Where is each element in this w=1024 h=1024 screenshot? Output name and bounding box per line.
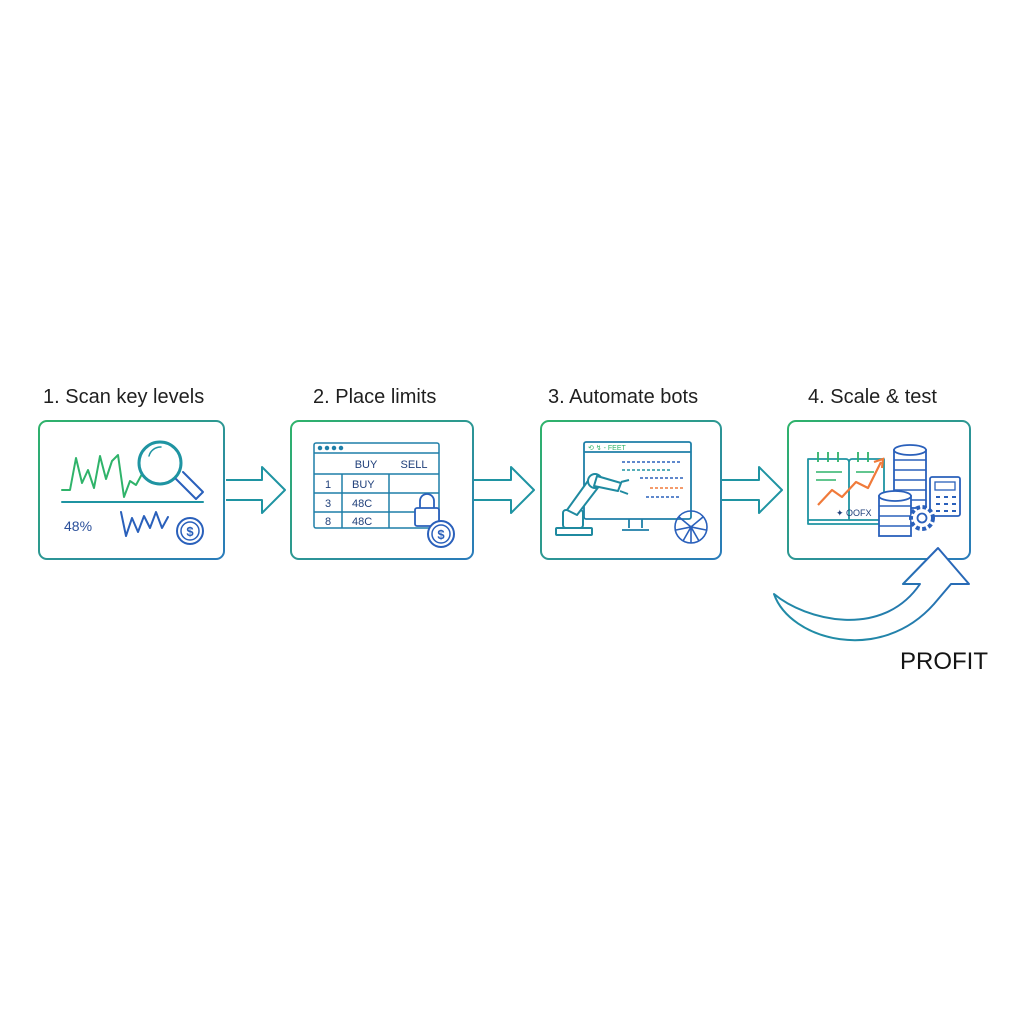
coin-stack-icon [878,444,927,537]
coin-icon [427,520,455,548]
step-1-box [38,420,225,560]
calculator-icon [929,476,961,517]
step-1-title: 1. Scan key levels [43,386,205,408]
arrow-1-to-2 [226,466,286,514]
network-gear-icon [674,510,708,544]
arrow-2-to-3 [474,466,535,514]
profit-curve-arrow [773,547,970,642]
profit-label: PROFIT [900,648,988,675]
step-4-title: 4. Scale & test [808,386,937,408]
monitor-icon [583,441,692,531]
lock-icon [414,493,440,527]
table-header-sell: SELL [401,459,428,471]
table-cell: BUY [352,479,375,491]
screen-label: ⟲ ↯ - FEET [588,444,627,452]
notebook-label: ✦ OOFX [836,508,872,518]
order-table-icon [313,442,440,529]
code-lines [622,461,684,498]
dollar-icon: $ [437,527,445,542]
step-3-title: 3. Automate bots [548,386,699,408]
step-3-box [540,420,722,560]
table-cell: 48C [352,498,372,510]
table-cell: 48C [352,516,372,528]
table-cell: 3 [325,498,331,510]
chart-magnifier-icon [61,440,204,545]
step-4-box [787,420,971,560]
step-1-stat: 48% [64,518,92,534]
robot-arm-icon [555,473,630,536]
step-2-box [290,420,474,560]
arrow-3-to-4 [722,466,783,514]
growth-arrow-icon [817,461,882,506]
step-2-title: 2. Place limits [313,386,437,408]
table-cell: 1 [325,479,331,491]
gear-icon [909,505,935,531]
table-cell: 8 [325,516,331,528]
table-header-buy: BUY [355,459,378,471]
dollar-icon: $ [186,524,194,539]
